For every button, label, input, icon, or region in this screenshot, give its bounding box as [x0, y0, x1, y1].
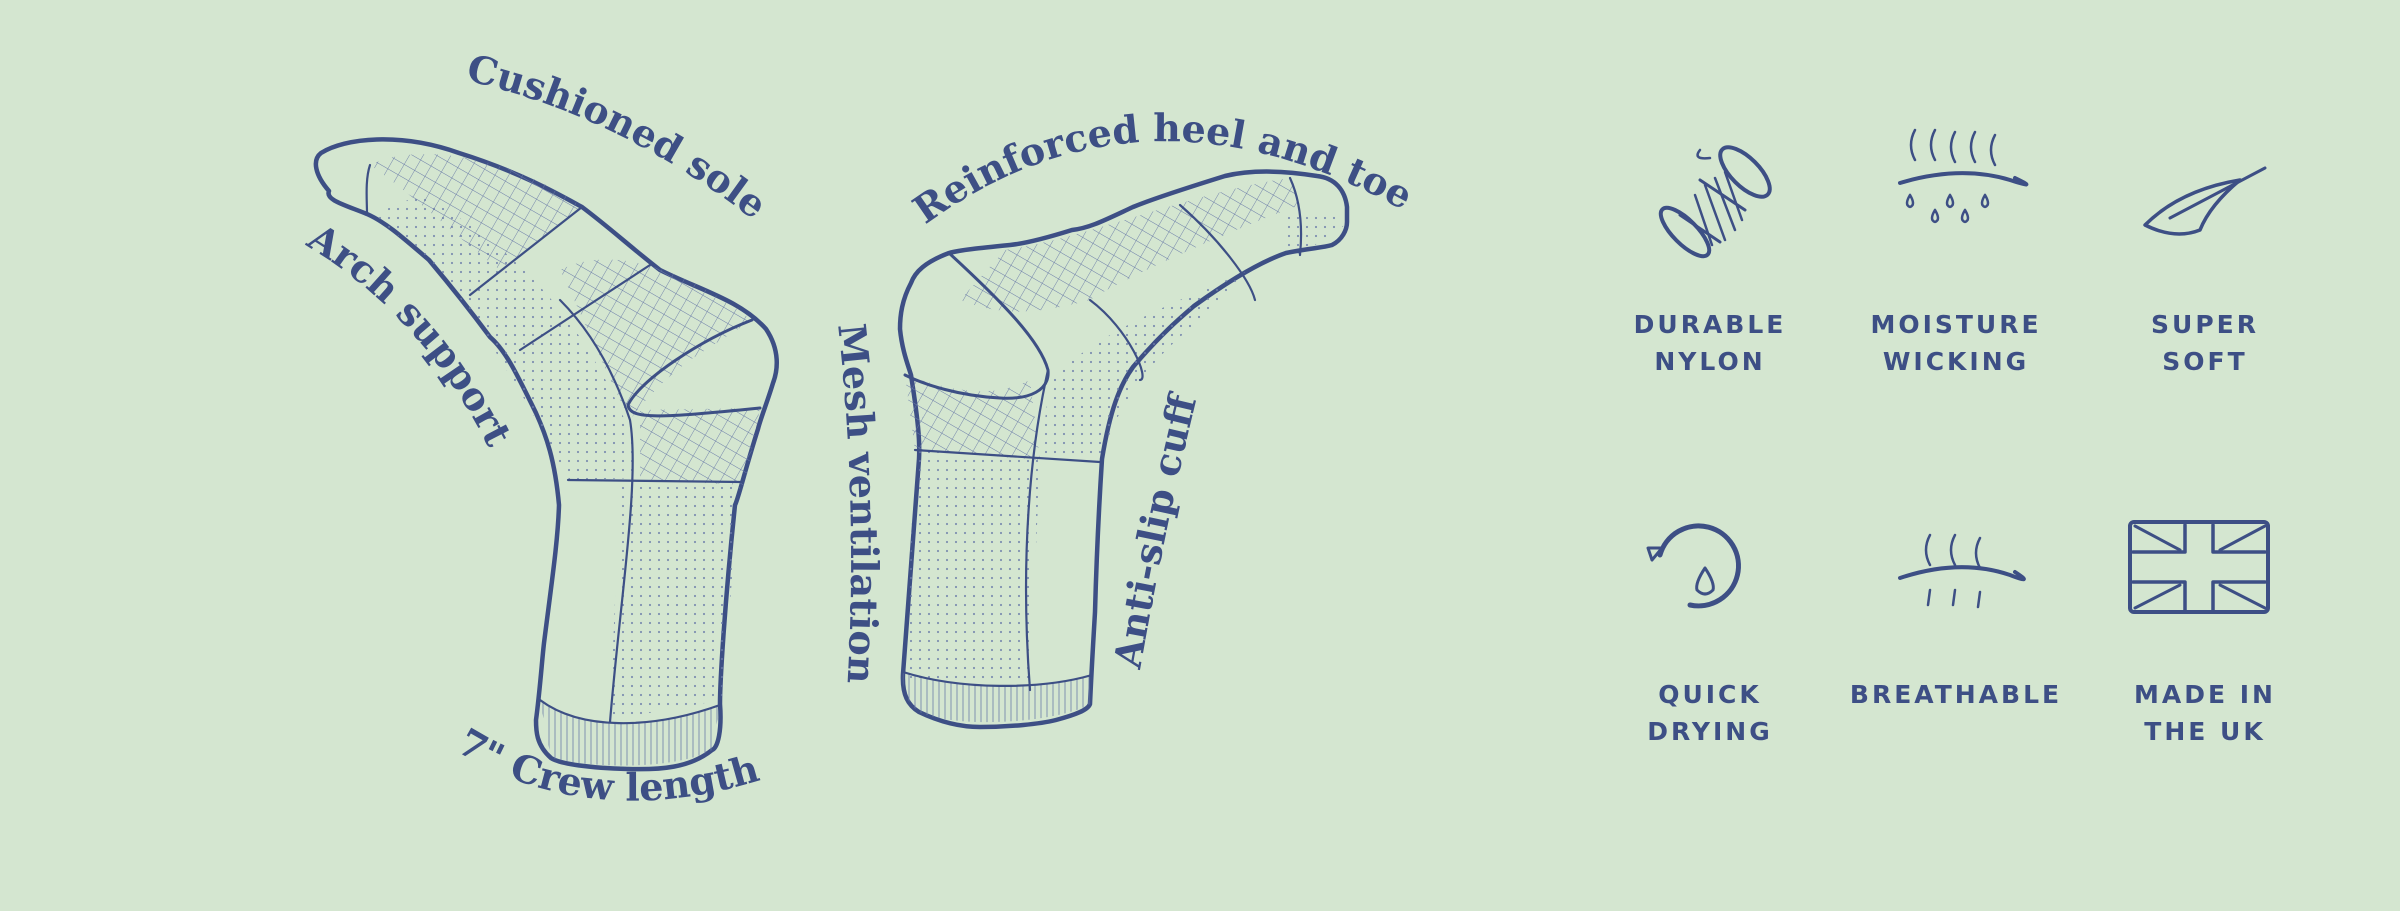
feature-label: MADE IN: [2134, 680, 2276, 709]
feature-label: QUICK: [1658, 680, 1762, 709]
feature-label: SOFT: [2162, 347, 2248, 376]
feature-label: DURABLE: [1633, 310, 1787, 339]
feature-breathable: BREATHABLE: [1836, 676, 2076, 713]
feature-super-soft: SUPER SOFT: [2085, 306, 2325, 380]
feature-label: NYLON: [1654, 347, 1766, 376]
label-anti-slip-cuff: Anti-slip cuff: [1104, 388, 1205, 673]
feature-moisture-wicking: MOISTURE WICKING: [1836, 306, 2076, 380]
feature-label: BREATHABLE: [1849, 680, 2063, 709]
thread-spool-icon: [1658, 145, 1772, 259]
feature-label: MOISTURE: [1870, 310, 2042, 339]
left-sock: [313, 137, 779, 772]
feature-made-in-uk: MADE IN THE UK: [2085, 676, 2325, 750]
right-sock: [897, 169, 1350, 730]
feature-quick-drying: QUICK DRYING: [1590, 676, 1830, 750]
feature-label: SUPER: [2151, 310, 2259, 339]
feather-icon: [2143, 166, 2267, 236]
feature-label: WICKING: [1882, 347, 2030, 376]
moisture-wicking-icon: [1898, 128, 2029, 224]
feature-label: DRYING: [1647, 717, 1773, 746]
label-mesh-ventilation: Mesh ventilation: [829, 321, 887, 685]
feature-label: THE UK: [2144, 717, 2266, 746]
quick-drying-icon: [1646, 523, 1741, 609]
union-flag-icon: [2128, 520, 2270, 614]
feature-durable-nylon: DURABLE NYLON: [1590, 306, 1830, 380]
breathable-icon: [1898, 533, 2026, 609]
